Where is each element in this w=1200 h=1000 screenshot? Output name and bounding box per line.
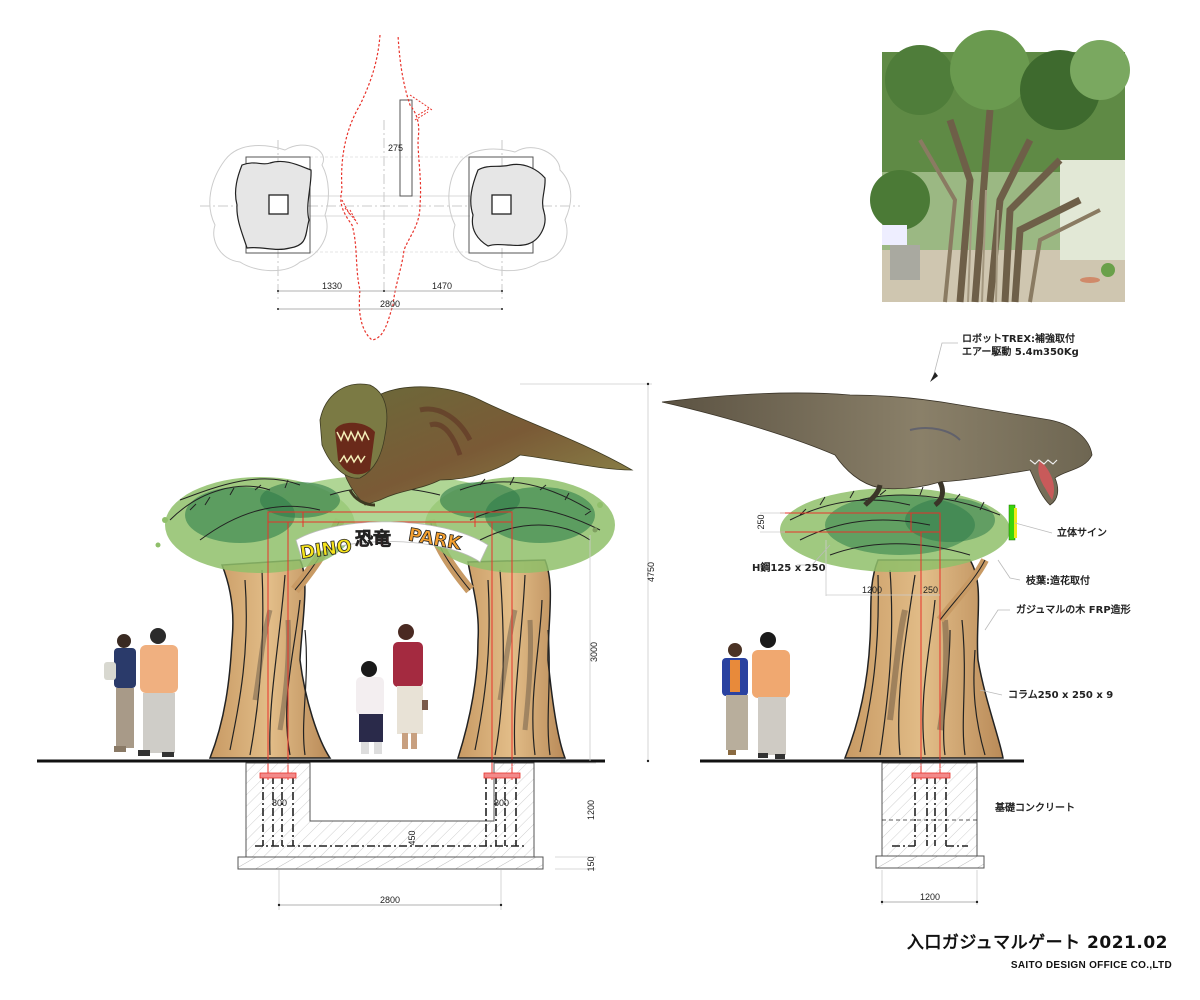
people-front-left [104,628,178,757]
label-air-drive: エアー駆動 5.4m350Kg [962,345,1079,358]
sign-text-kyoryu: 恐竜 [355,528,391,550]
label-branches: 枝葉:造花取付 [1025,574,1090,587]
steel-frame-front [267,511,513,780]
drawing-title: 入口ガジュマルゲート 2021.02 [906,933,1168,953]
trex-plan-outline [340,34,422,341]
label-banyan-frp: ガジュマルの木 FRP造形 [1016,603,1131,616]
foundation-side: 1200 [875,762,985,905]
beam-plan [399,99,413,197]
steel-frame-side [780,512,941,780]
label-foundation-concrete: 基礎コンクリート [994,801,1075,814]
reference-photo-banyan [870,30,1130,303]
dim-250-column: 250 [923,585,938,595]
dim-1470: 1470 [432,281,452,291]
plan-view: 275 1330 1470 2800 [200,34,580,341]
dim-800-right: 800 [494,798,509,808]
dim-2800-plan: 2800 [380,299,400,309]
company-name: SAITO DESIGN OFFICE CO.,LTD [1010,960,1172,971]
dim-250-beam: 250 [756,514,766,529]
column-plan-right [491,194,512,215]
people-front-center [356,624,428,754]
foliage-canopy-side [780,486,1010,572]
dim-800-left: 800 [272,798,287,808]
canopy-outline-right [448,147,572,272]
trex-side-view [661,392,1093,508]
side-elevation: 1200 250 1200 250 ロボットTREX:補強取付 エアー駆動 5.… [661,332,1131,905]
column-plan-left [268,194,289,215]
front-elevation: DINO 恐竜 PARK [37,382,656,910]
trex-front-view [319,383,634,507]
dim-150: 150 [586,856,596,871]
dim-2800-foundation: 2800 [380,895,400,905]
foundation-front: 800 800 450 1200 150 2800 [237,762,596,910]
dim-1200-canopy: 1200 [862,585,882,595]
label-3d-sign: 立体サイン [1057,526,1107,539]
dim-1200-footing: 1200 [920,892,940,902]
dim-4750: 4750 [646,562,656,582]
people-side [722,632,790,759]
dim-275: 275 [388,143,403,153]
label-h-steel: H鋼125 x 250 [752,561,826,574]
dim-450: 450 [407,830,417,845]
dino-park-sign: DINO 恐竜 PARK [295,521,489,564]
canopy-outline-left [209,144,329,272]
dim-1330: 1330 [322,281,342,291]
dim-1200-depth: 1200 [586,800,596,820]
dim-3000: 3000 [589,642,599,662]
label-column: コラム250 x 250 x 9 [1008,689,1113,701]
label-robot-trex: ロボットTREX:補強取付 [962,332,1075,345]
